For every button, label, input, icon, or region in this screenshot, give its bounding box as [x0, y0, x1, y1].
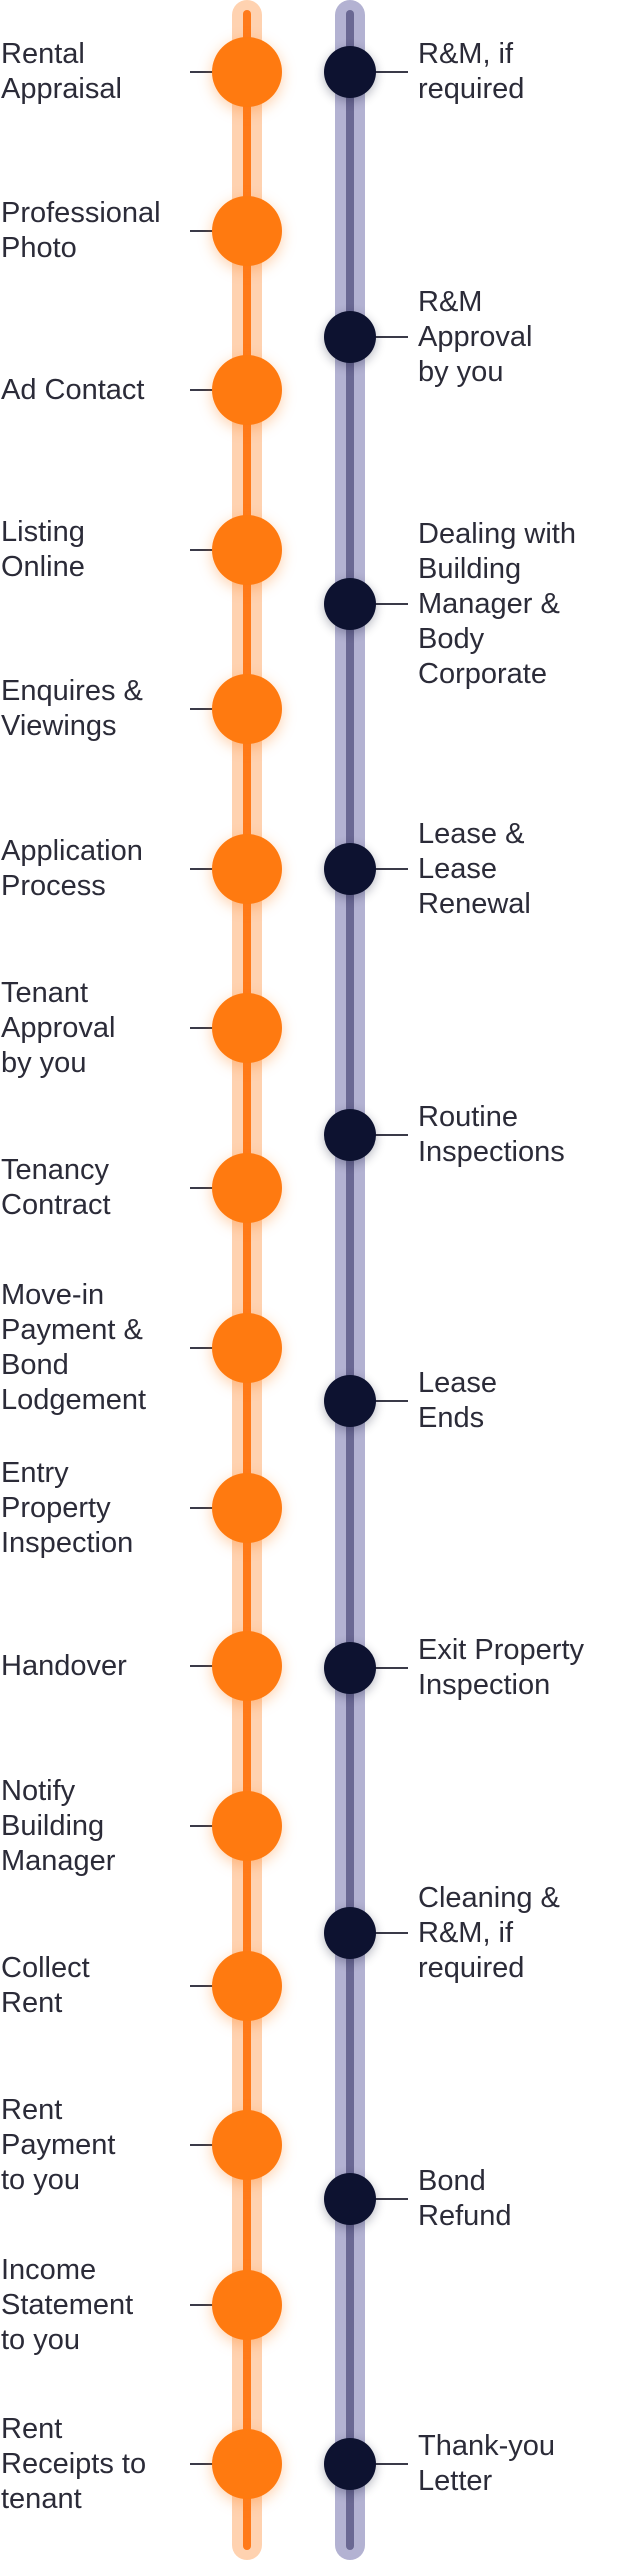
step-label: Exit Property Inspection [418, 1634, 584, 1701]
step-label: Move-in Payment & Bond Lodgement [1, 1279, 147, 1416]
step-label: Professional Photo [1, 197, 161, 264]
step-label: Enquires & Viewings [1, 675, 143, 742]
step-label: Tenancy Contract [1, 1154, 111, 1221]
step-node-orange [212, 1313, 282, 1383]
step-node-orange [212, 993, 282, 1063]
step-node-orange [212, 1153, 282, 1223]
step-node-dark [324, 1375, 376, 1427]
step-node-orange [212, 2429, 282, 2499]
step-node-orange [212, 1631, 282, 1701]
step-label: Lease & Lease Renewal [418, 817, 531, 920]
step-connector [360, 336, 408, 338]
step-node-dark [324, 311, 376, 363]
step-label: Lease Ends [418, 1367, 498, 1434]
step-connector [360, 2198, 408, 2200]
step-connector [360, 1667, 408, 1669]
step-node-dark [324, 843, 376, 895]
step-node-orange [212, 1951, 282, 2021]
step-connector [360, 1134, 408, 1136]
management-track-line [346, 10, 354, 2550]
step-node-orange [212, 2110, 282, 2180]
step-node-orange [212, 355, 282, 425]
step-label: Rent Payment to you [1, 2093, 116, 2196]
step-connector [360, 71, 408, 73]
step-node-orange [212, 1791, 282, 1861]
step-label: Bond Refund [418, 2165, 512, 2232]
step-connector [360, 2463, 408, 2465]
step-node-orange [212, 515, 282, 585]
step-label: Handover [1, 1649, 127, 1682]
leasing-track-line [243, 10, 251, 2550]
step-node-orange [212, 37, 282, 107]
step-node-dark [324, 1907, 376, 1959]
step-label: Collect Rent [1, 1952, 90, 2019]
step-label: Rental Appraisal [1, 38, 122, 105]
step-label: Entry Property Inspection [1, 1456, 134, 1559]
step-label: Cleaning & R&M, if required [418, 1881, 560, 1984]
step-node-dark [324, 2173, 376, 2225]
step-label: Listing Online [1, 516, 85, 583]
step-label: Thank-you Letter [418, 2430, 556, 2497]
step-label: Routine Inspections [418, 1101, 565, 1168]
step-label: R&M Approval by you [418, 285, 533, 388]
step-node-dark [324, 578, 376, 630]
step-label: Notify Building Manager [1, 1774, 116, 1877]
step-label: Application Process [1, 835, 143, 902]
step-node-orange [212, 2270, 282, 2340]
step-node-orange [212, 196, 282, 266]
step-label: Ad Contact [1, 373, 145, 406]
step-label: R&M, if required [418, 38, 525, 105]
step-label: Income Statement to you [1, 2253, 134, 2356]
step-label: Dealing with Building Manager & Body Cor… [418, 517, 576, 690]
step-node-orange [212, 674, 282, 744]
step-connector [360, 1932, 408, 1934]
step-label: Tenant Approval by you [1, 976, 116, 1079]
step-node-orange [212, 1473, 282, 1543]
step-node-dark [324, 1642, 376, 1694]
step-node-dark [324, 46, 376, 98]
step-node-orange [212, 834, 282, 904]
step-connector [360, 603, 408, 605]
step-connector [360, 868, 408, 870]
step-connector [360, 1400, 408, 1402]
step-node-dark [324, 2438, 376, 2490]
step-label: Rent Receipts to tenant [1, 2412, 147, 2515]
step-node-dark [324, 1109, 376, 1161]
